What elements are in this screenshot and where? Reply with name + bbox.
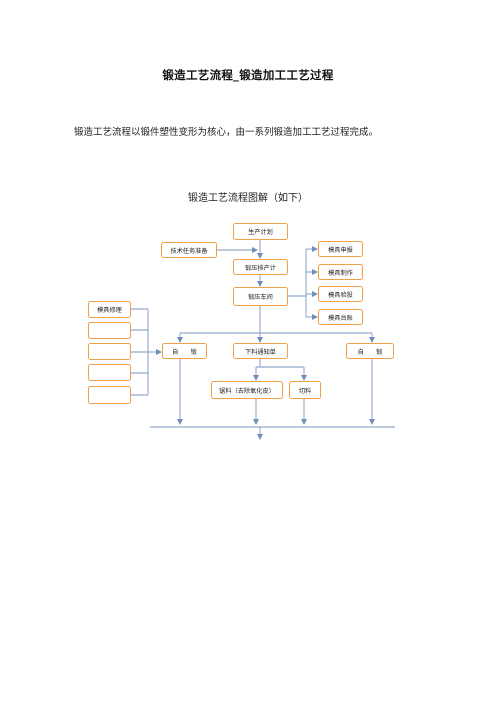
node-forging-plan: 锻压排产计 [233, 259, 288, 275]
node-forging-workshop: 锻压车间 [233, 287, 288, 306]
diagram-title: 锻造工艺流程图解（如下） [188, 193, 308, 204]
node-self-forge-right: 自 锻 [346, 343, 394, 359]
node-empty-2 [88, 343, 131, 360]
node-empty-1 [88, 322, 131, 339]
node-mold-account: 模具台账 [318, 309, 363, 325]
node-cut-material: 切料 [289, 381, 321, 399]
node-mold-make: 模具制作 [318, 264, 363, 280]
node-saw-material: 锯料（去除氧化皮） [211, 381, 283, 399]
node-production-plan: 生产计划 [233, 223, 288, 240]
node-mold-repair: 模具修理 [88, 301, 131, 318]
node-self-forge-left: 自 锻 [162, 343, 207, 359]
node-blanking-notice: 下料通知单 [233, 343, 288, 359]
document-title: 锻造工艺流程_锻造加工工艺过程 [162, 68, 334, 82]
node-empty-4 [88, 386, 131, 404]
intro-paragraph: 锻造工艺流程以锻件塑性变形为核心，由一系列锻造加工工艺过程完成。 [74, 127, 379, 138]
node-mold-apply: 模具申报 [318, 241, 363, 257]
node-empty-3 [88, 364, 131, 381]
node-tech-prep: 技术任务准备 [161, 242, 217, 258]
node-mold-check: 模具验投 [318, 286, 363, 302]
